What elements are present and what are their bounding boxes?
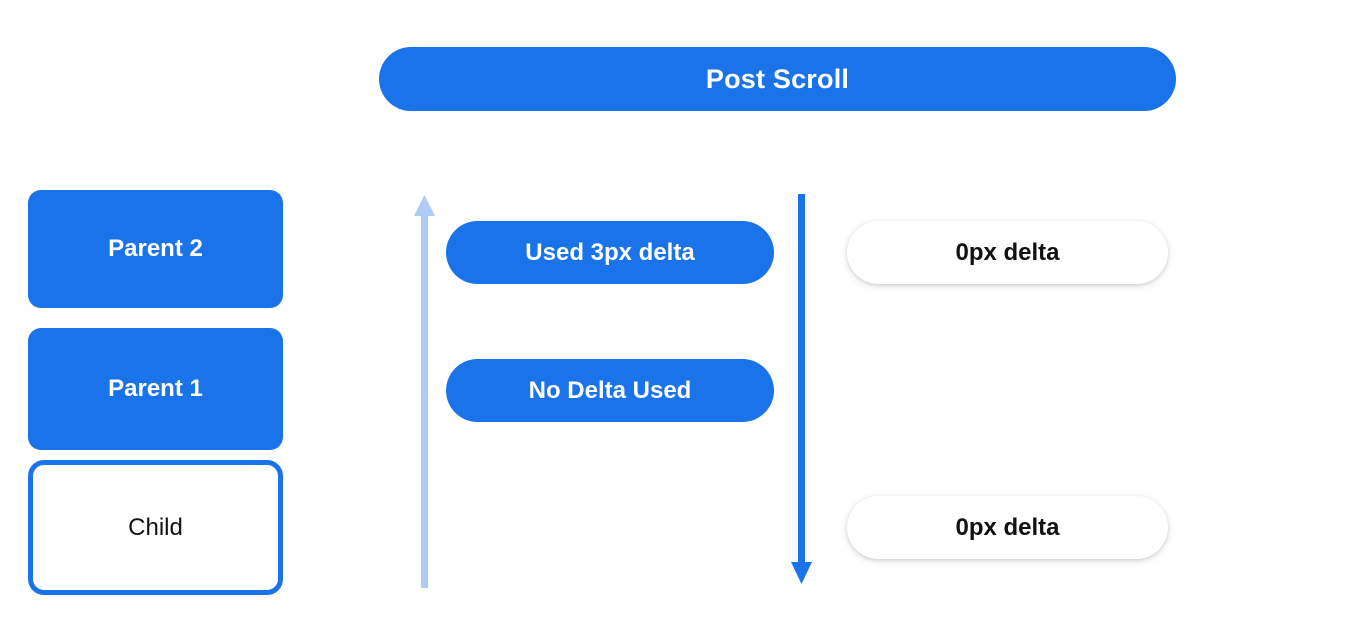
pill-no-delta-used: No Delta Used bbox=[446, 359, 774, 422]
stack-box-parent-1: Parent 1 bbox=[28, 328, 283, 450]
pill-zero-delta-top: 0px delta bbox=[847, 221, 1168, 284]
stack-box-label: Parent 2 bbox=[108, 235, 203, 262]
pill-label: 0px delta bbox=[955, 238, 1060, 266]
pill-label: Used 3px delta bbox=[525, 238, 695, 266]
stack-box-label: Child bbox=[128, 513, 183, 541]
arrow-down-icon bbox=[791, 194, 812, 584]
stack-box-parent-2: Parent 2 bbox=[28, 190, 283, 308]
stack-box-label: Parent 1 bbox=[108, 375, 203, 402]
header-title: Post Scroll bbox=[705, 63, 850, 94]
arrow-up-icon bbox=[414, 195, 435, 588]
pill-zero-delta-bottom: 0px delta bbox=[847, 496, 1168, 559]
header-banner: Post Scroll bbox=[379, 47, 1176, 111]
pill-label: 0px delta bbox=[955, 513, 1060, 541]
stack-box-child: Child bbox=[28, 460, 283, 595]
pill-label: No Delta Used bbox=[528, 376, 692, 404]
pill-used-delta: Used 3px delta bbox=[446, 221, 774, 284]
